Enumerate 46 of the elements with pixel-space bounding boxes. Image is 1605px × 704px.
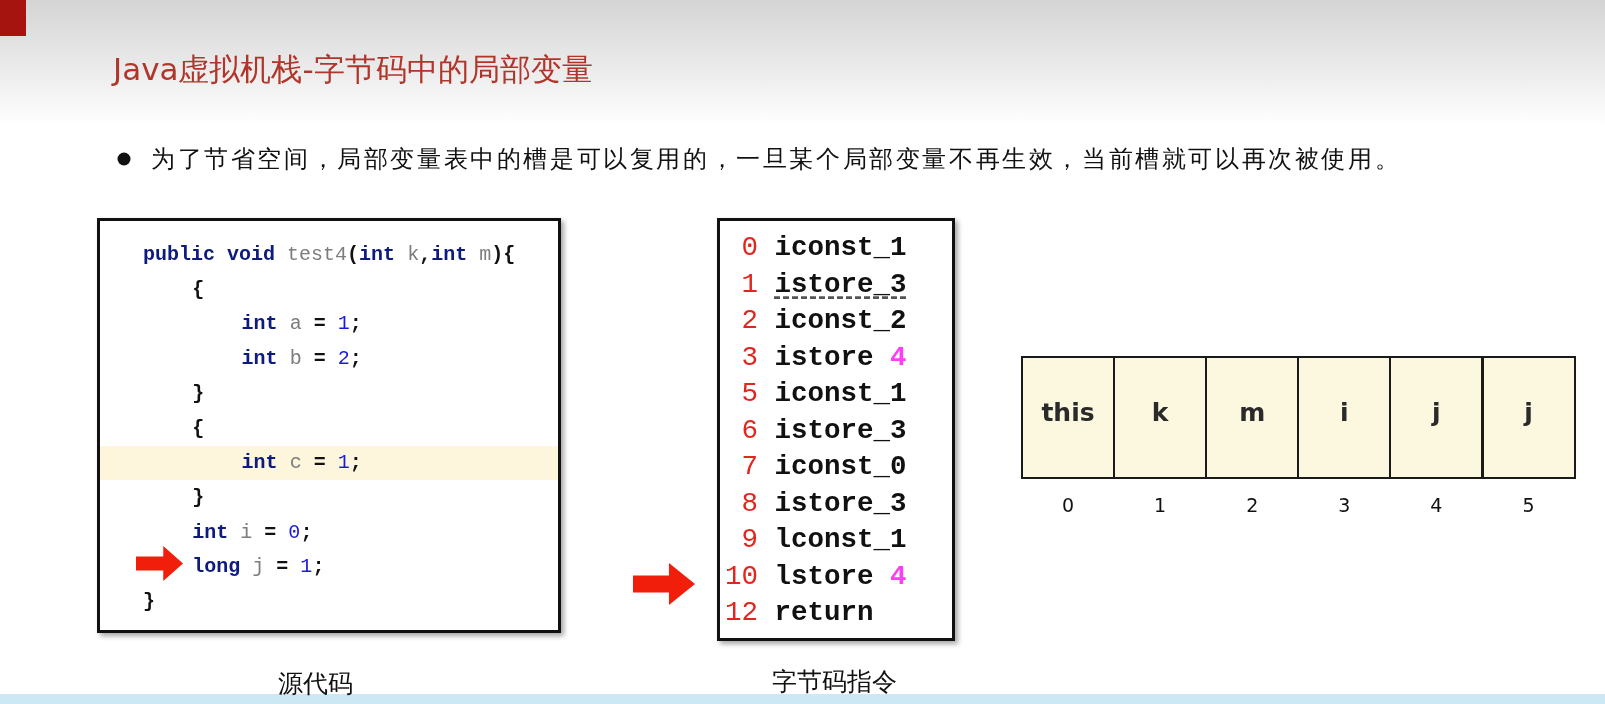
slot-index: 1	[1154, 494, 1167, 516]
bytecode-line: 10 lstore 4	[725, 560, 907, 593]
slot-cell	[1297, 356, 1392, 479]
bytecode-line: 3 istore 4	[741, 341, 907, 374]
code-line: }	[192, 380, 205, 407]
slot-cell	[1389, 356, 1484, 479]
code-line: int c = 1;	[241, 450, 362, 477]
bytecode-line: 8 istore_3	[741, 487, 907, 520]
code-line: {	[192, 276, 205, 303]
variable-name: j	[1432, 397, 1441, 427]
bytecode-line: 9 lconst_1	[741, 524, 907, 556]
panel-label: 字节码指令	[771, 665, 897, 698]
code-line: public void test4(int k,int m){	[143, 242, 516, 268]
code-line: {	[192, 415, 205, 442]
bytecode-line: 12 return	[725, 597, 874, 629]
variable-name: this	[1041, 397, 1095, 427]
bytecode-line: 0 iconst_1	[741, 232, 907, 264]
variable-name: m	[1239, 397, 1266, 427]
slot-cell	[1205, 356, 1300, 479]
code-line: int i = 0;	[192, 519, 313, 546]
bytecode-line: 1 istore_3	[741, 268, 907, 301]
code-line: }	[143, 589, 155, 615]
code-line: long j = 1;	[192, 554, 325, 581]
slot-cell	[1021, 356, 1115, 479]
slot-index: 5	[1522, 494, 1535, 516]
variable-name: j	[1524, 397, 1533, 427]
slot-index: 0	[1061, 494, 1075, 516]
code-line: int a = 1;	[241, 311, 362, 338]
slide-title: Java虚拟机栈-字节码中的局部变量	[113, 50, 593, 89]
bytecode-line: 5 iconst_1	[741, 378, 907, 410]
code-panel	[97, 218, 561, 633]
slot-cell	[1113, 356, 1208, 479]
slot-cell	[1481, 356, 1576, 479]
panel-label: 源代码	[277, 667, 353, 700]
variable-name: k	[1151, 397, 1169, 427]
bullet-text: 为了节省空间，局部变量表中的槽是可以复用的，一旦某个局部变量不再生效，当前槽就可以再次被使用。	[151, 144, 1402, 175]
bytecode-panel	[717, 218, 955, 641]
bytecode-line: 7 iconst_0	[741, 451, 907, 483]
bytecode-line: 2 iconst_2	[741, 305, 907, 337]
slot-index: 2	[1246, 494, 1259, 516]
variable-name: i	[1340, 397, 1349, 427]
slot-index: 3	[1338, 494, 1351, 516]
slot-index: 4	[1430, 494, 1443, 516]
code-line: }	[192, 484, 205, 511]
code-line: int b = 2;	[241, 346, 362, 373]
bytecode-line: 6 istore_3	[741, 414, 907, 447]
